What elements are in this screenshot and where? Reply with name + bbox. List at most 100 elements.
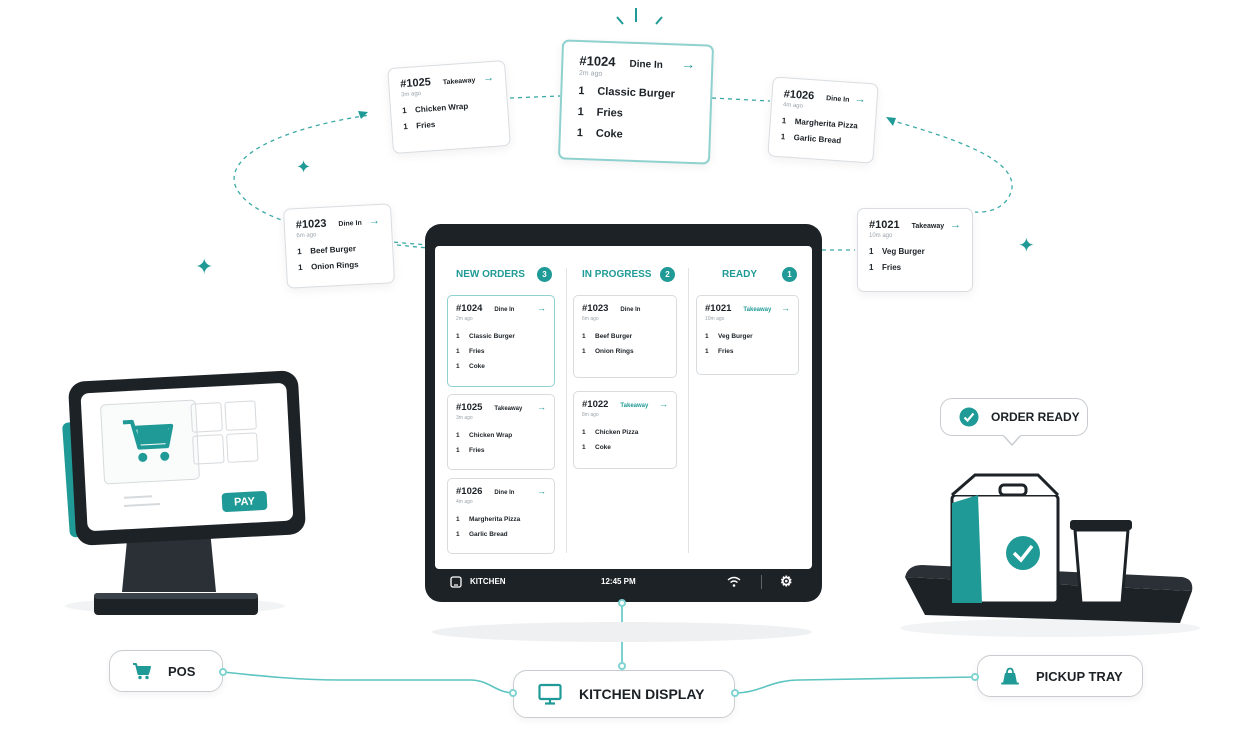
tablet-icon [450,576,462,588]
product-grid[interactable] [190,400,259,465]
count-badge: 2 [660,267,675,282]
order-ready-bubble: ORDER READY [940,398,1088,436]
bag-icon [1001,667,1019,685]
order-type: Dine In [629,58,663,71]
order-age: 2m ago [578,69,603,78]
cart-icon [122,419,174,462]
order-number: #1025 [399,76,432,91]
order-ready-label: ORDER READY [991,410,1080,424]
count-badge: 3 [537,267,552,282]
connector-node [509,689,517,697]
order-age: 8m ago [582,412,599,418]
order-type: Dine In [825,95,850,104]
order-type: Dine In [620,307,641,313]
order-type: Takeaway [743,307,772,313]
arrow-right-icon[interactable]: → [482,71,495,85]
pickup-tray-node[interactable]: PICKUP TRAY [977,655,1143,697]
column-header-in-progress: IN PROGRESS [582,267,651,281]
count-badge: 1 [782,267,797,282]
order-number: #1026 [456,486,483,497]
connector-node [618,599,626,607]
column-header-ready: READY [722,267,757,281]
order-number: #1023 [295,217,327,232]
arrow-right-icon[interactable]: → [781,303,790,313]
wifi-icon[interactable] [727,576,741,588]
clock-time: 12:45 PM [601,577,636,586]
order-age: 3m ago [456,415,473,421]
order-type: Takeaway [620,403,649,409]
order-number: #1026 [783,88,815,103]
order-type: Takeaway [442,77,476,87]
sparkle-icon: ✦ [195,254,214,279]
order-number: #1021 [869,219,900,231]
arrow-right-icon[interactable]: → [950,219,961,231]
order-type: Takeaway [494,406,523,412]
arrow-right-icon[interactable]: → [854,93,866,106]
order-type: Takeaway [911,223,945,230]
connector-node [618,662,626,670]
arrow-right-icon[interactable]: → [368,214,381,228]
arrow-right-icon[interactable]: → [659,399,668,409]
sparkle-icon: ✦ [1018,235,1035,257]
order-type: Dine In [494,490,515,496]
arrow-right-icon[interactable]: → [537,486,546,496]
arrow-right-icon[interactable]: → [537,303,546,313]
column-header-new-orders: NEW ORDERS [456,267,525,281]
divider [761,575,762,589]
kds-status-bar: KITCHEN 12:45 PM ⚙ [445,573,805,591]
order-age: 2m ago [456,316,473,322]
arrow-right-icon[interactable]: → [537,402,546,412]
order-age: 10m ago [869,233,893,239]
gear-icon[interactable]: ⚙ [780,573,793,589]
pickup-tray-illustration [905,473,1193,623]
order-number: #1024 [579,53,616,70]
cart-icon [133,663,151,680]
order-number: #1025 [456,402,483,413]
order-number: #1024 [456,303,483,314]
kitchen-display-node[interactable]: KITCHEN DISPLAY [513,670,735,718]
connector-node [219,668,227,676]
column-title: NEW ORDERS [456,268,525,280]
sparkle-icon: ✦ [296,157,312,177]
pickup-tray-label: PICKUP TRAY [1036,668,1123,684]
product-tile[interactable] [99,399,201,485]
pay-button[interactable]: PAY [221,490,268,513]
pos-node[interactable]: POS [109,650,223,692]
kitchen-display-label: KITCHEN DISPLAY [579,686,705,702]
connector-node [971,673,979,681]
order-number: #1022 [582,399,609,410]
order-number: #1021 [705,303,732,314]
arrow-right-icon[interactable]: → [681,55,696,73]
column-title: READY [722,268,758,280]
